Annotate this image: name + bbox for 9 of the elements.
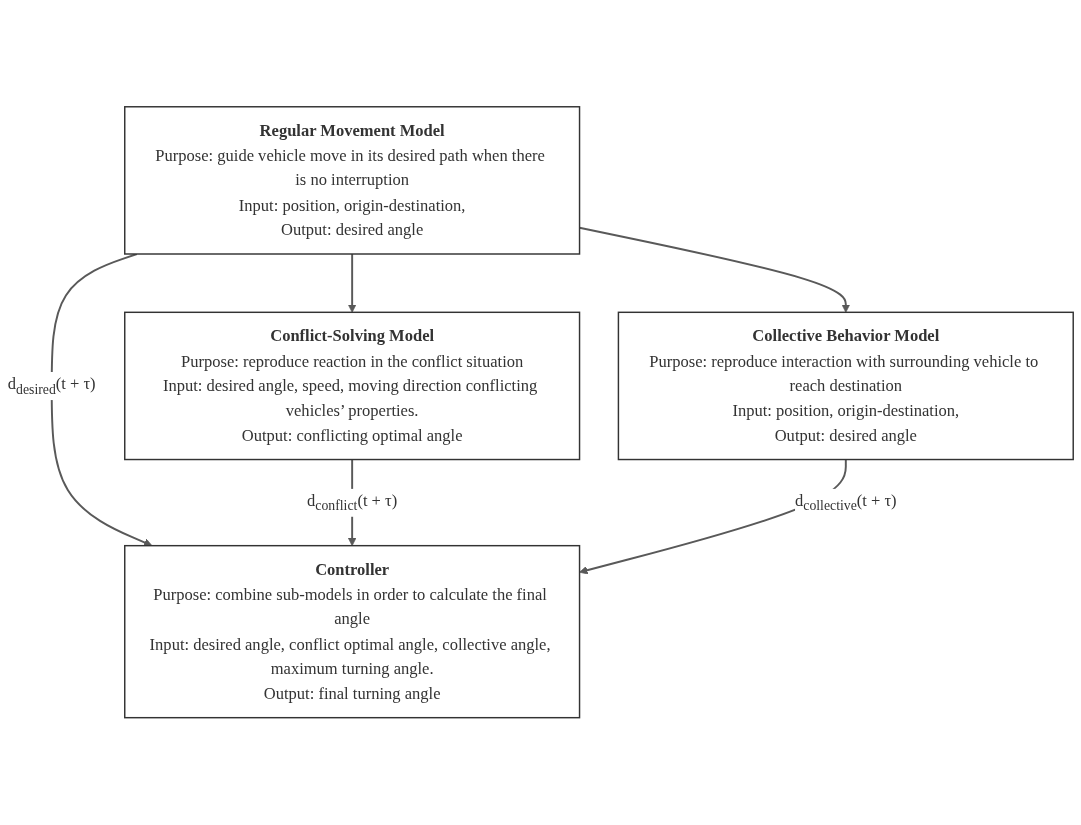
node-box: Controller Purpose: combine sub-models in order to calculate the final angle Input: desired angle, conflict optimal angle, collective angle, maximum turning angle. Output: final turning angle — [124, 545, 581, 719]
node-box: Regular Movement Model Purpose: guide vehicle move in its desired path when there is no interruption Input: position, origin-destination, Output: desired angle — [124, 106, 581, 255]
arrow — [347, 253, 357, 313]
node-box: Conflict-Solving Model Purpose: reproduce reaction in the conflict situation Input: desired angle, speed, moving direction conflicting vehicles’ properties. Output: conflicting optimal angle — [124, 311, 581, 461]
arrow — [50, 253, 153, 547]
node-box: Collective Behavior Model Purpose: reproduce interaction with surrounding vehicle to reach destination Input: position, origin-destination, Output: desired angle — [617, 311, 1074, 461]
edge-label: d$_{desired}$(t + τ) — [7, 375, 96, 397]
edge-label: d$_{conflict}$(t + τ) — [307, 491, 398, 514]
edge-label: d$_{collective}$(t + τ) — [795, 491, 897, 514]
